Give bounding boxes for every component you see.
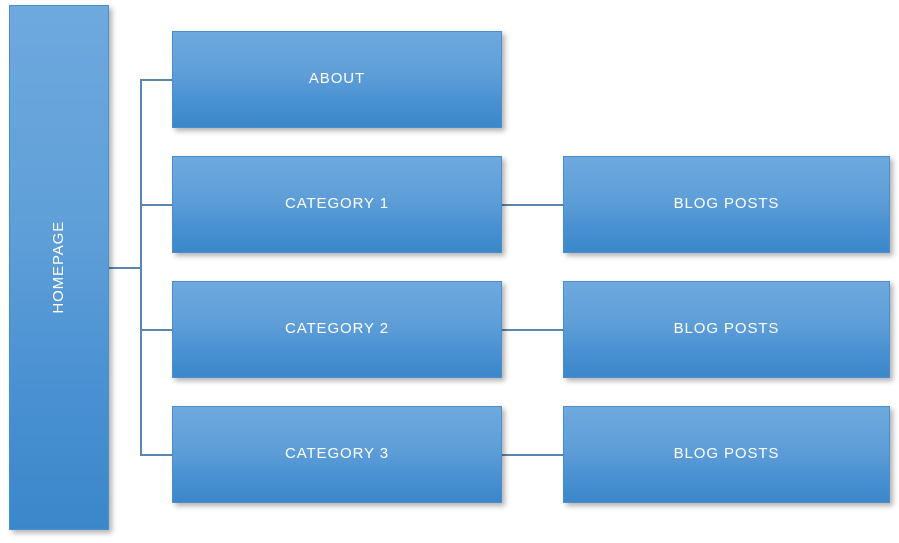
node-category-3[interactable]: CATEGORY 3: [172, 406, 502, 503]
node-category-3-label: CATEGORY 3: [284, 445, 390, 463]
node-homepage[interactable]: HOMEPAGE: [9, 5, 109, 530]
connector-trunk-to-category-2: [140, 329, 174, 331]
node-homepage-label: HOMEPAGE: [49, 221, 67, 314]
node-blog-posts-2[interactable]: BLOG POSTS: [563, 281, 890, 378]
node-category-2-label: CATEGORY 2: [284, 320, 390, 338]
node-about-label: ABOUT: [308, 70, 366, 88]
connector-trunk-vertical: [140, 80, 142, 456]
node-category-2[interactable]: CATEGORY 2: [172, 281, 502, 378]
node-blog-posts-3-label: BLOG POSTS: [673, 445, 780, 463]
node-about[interactable]: ABOUT: [172, 31, 502, 128]
connector-homepage-to-trunk: [109, 267, 142, 269]
connector-trunk-to-about: [140, 79, 174, 81]
connector-category-1-to-blog-posts: [500, 204, 565, 206]
connector-category-3-to-blog-posts: [500, 454, 565, 456]
node-blog-posts-1[interactable]: BLOG POSTS: [563, 156, 890, 253]
node-blog-posts-1-label: BLOG POSTS: [673, 195, 780, 213]
connector-trunk-to-category-3: [140, 454, 174, 456]
connector-trunk-to-category-1: [140, 204, 174, 206]
connector-category-2-to-blog-posts: [500, 329, 565, 331]
node-blog-posts-3[interactable]: BLOG POSTS: [563, 406, 890, 503]
node-blog-posts-2-label: BLOG POSTS: [673, 320, 780, 338]
node-category-1-label: CATEGORY 1: [284, 195, 390, 213]
node-category-1[interactable]: CATEGORY 1: [172, 156, 502, 253]
